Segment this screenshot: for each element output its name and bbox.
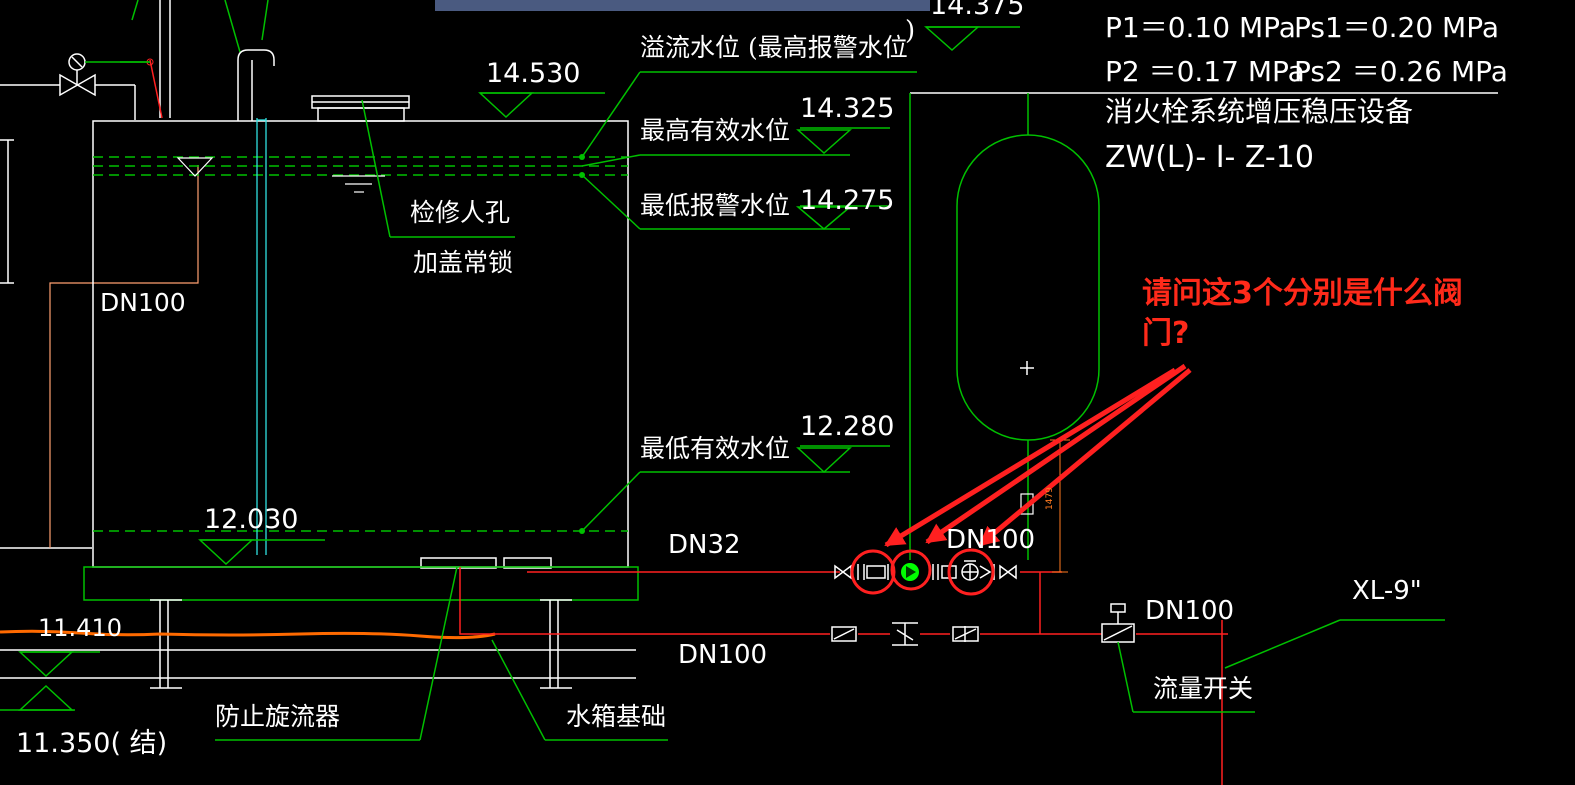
label-manhole: 检修人孔: [410, 198, 511, 227]
level-12280: 12.280: [800, 411, 895, 442]
level-14275: 14.275: [800, 185, 895, 216]
label-tank-dim: 1479: [1045, 487, 1055, 510]
spec-ps2: Ps2 ＝0.26 MPa: [1294, 55, 1508, 88]
left-piping: [0, 0, 171, 549]
label-anti-vortex: 防止旋流器: [215, 702, 341, 731]
circle-valve-3: [947, 548, 995, 596]
tank-water-levels: [93, 156, 628, 532]
level-14530: 14.530: [486, 58, 581, 89]
spec-p2: P2 ＝0.17 MPa: [1105, 55, 1305, 88]
flow-switch-icon: [1101, 603, 1135, 643]
label-flow-switch: 流量开关: [1153, 674, 1254, 703]
label-min-alarm: 最低报警水位: [640, 191, 791, 220]
level-14375: 14.375: [930, 0, 1025, 21]
question-circles: [850, 548, 995, 596]
label-cover-lock: 加盖常锁: [413, 248, 514, 277]
spec-ps1: Ps1＝0.20 MPa: [1294, 11, 1499, 44]
gate-valve-right-icon: [999, 564, 1017, 580]
circle-valve-2: [890, 549, 932, 591]
label-xl9: XL-9": [1352, 576, 1422, 606]
ground-line: [0, 629, 496, 640]
gate-valve-left-icon: [834, 564, 852, 580]
bypass-valves: [831, 622, 979, 646]
level-markers: [0, 26, 1445, 741]
level-14325: 14.325: [800, 93, 895, 124]
label-dn100-valve: DN100: [946, 525, 1036, 555]
label-max-effective: 最高有效水位: [640, 116, 791, 145]
circle-valve-1: [850, 549, 896, 595]
label-tank-base: 水箱基础: [566, 702, 667, 731]
spec-model: ZW(L)- I- Z-10: [1105, 140, 1314, 175]
question-arrows: [884, 363, 1192, 548]
label-min-effective: 最低有效水位: [640, 434, 791, 463]
label-overflow-paren: ): [905, 16, 916, 46]
label-dn100-left: DN100: [100, 288, 186, 317]
inlet-valve-icon: [59, 53, 150, 97]
manhole-cover: [311, 95, 410, 122]
tank-foundation: [83, 566, 639, 601]
label-dn32: DN32: [668, 530, 741, 560]
label-dn100-bypass: DN100: [678, 640, 768, 670]
spec-equipment: 消火栓系统增压稳压设备: [1105, 95, 1414, 128]
valve-train: [834, 560, 1017, 581]
spec-p1: P1＝0.10 MPa: [1105, 11, 1296, 44]
vent-pipe: [237, 49, 275, 121]
pressure-tank: [909, 92, 1498, 560]
level-11410: 11.410: [38, 614, 122, 642]
water-tank: [92, 120, 629, 568]
highlight-bar: [435, 0, 930, 11]
question-annotation: 请问这3个分别是什么阀门?: [1142, 276, 1463, 351]
tank-frame: [49, 165, 199, 548]
level-12030: 12.030: [204, 504, 299, 535]
label-dn100-switch: DN100: [1145, 596, 1235, 626]
label-overflow: 溢流水位 (最高报警水位: [640, 33, 908, 62]
outlet-pipe: [459, 567, 1228, 785]
inlet-riser: [256, 118, 267, 555]
level-11350: 11.350( 结): [16, 728, 168, 759]
